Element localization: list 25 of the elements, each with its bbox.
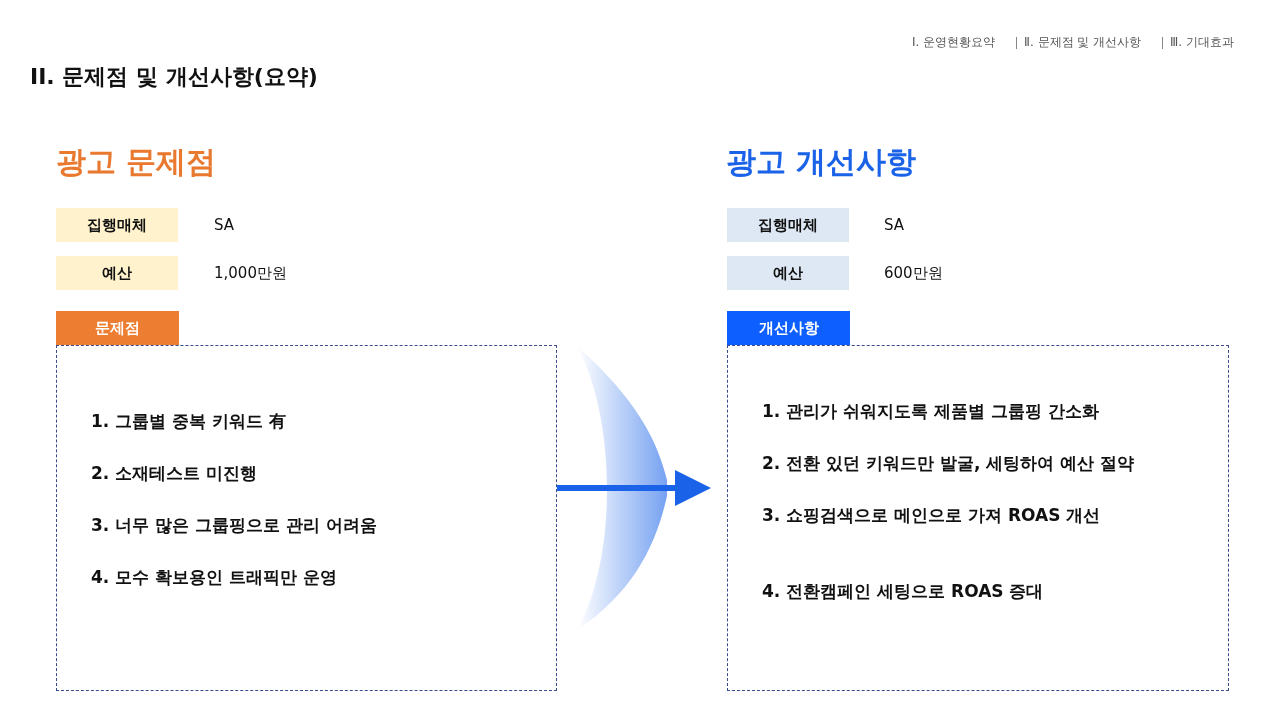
table-value: SA xyxy=(214,215,235,236)
list-item: 4. 모수 확보용인 트래픽만 운영 xyxy=(91,566,338,589)
nav-link: Ⅱ. 문제점 및 개선사항 xyxy=(1024,34,1142,51)
table-value: 1,000만원 xyxy=(214,263,287,284)
table-value: SA xyxy=(884,215,905,236)
list-item: 4. 전환캠페인 세팅으로 ROAS 증대 xyxy=(762,580,1045,603)
table-header: 집행매체 xyxy=(727,208,849,242)
section-heading: 광고 개선사항 xyxy=(726,143,917,181)
list-item: 3. 쇼핑검색으로 메인으로 가져 ROAS 개선 xyxy=(762,504,1102,527)
page-title: II. 문제점 및 개선사항(요약) xyxy=(30,63,318,91)
table-header: 예산 xyxy=(56,256,178,290)
list-item: 2. 소재테스트 미진행 xyxy=(91,462,259,485)
table-header: 집행매체 xyxy=(56,208,178,242)
table-value: 600만원 xyxy=(884,263,943,284)
list-item: 1. 그룹별 중복 키워드 有 xyxy=(91,410,287,433)
list-item: 3. 너무 많은 그룹핑으로 관리 어려움 xyxy=(91,514,378,537)
list-item: 1. 관리가 쉬워지도록 제품별 그룹핑 간소화 xyxy=(762,400,1100,423)
nav-link: Ⅰ. 운영현황요약 xyxy=(912,34,996,51)
nav-link: Ⅲ. 기대효과 xyxy=(1170,34,1234,51)
list-item: 2. 전환 있던 키워드만 발굴, 세팅하여 예산 절약 xyxy=(762,452,1136,475)
table-header: 예산 xyxy=(727,256,849,290)
arrow xyxy=(557,470,711,506)
section-heading: 광고 문제점 xyxy=(56,143,217,181)
panel-tab: 문제점 xyxy=(56,311,179,345)
panel-tab: 개선사항 xyxy=(727,311,850,345)
